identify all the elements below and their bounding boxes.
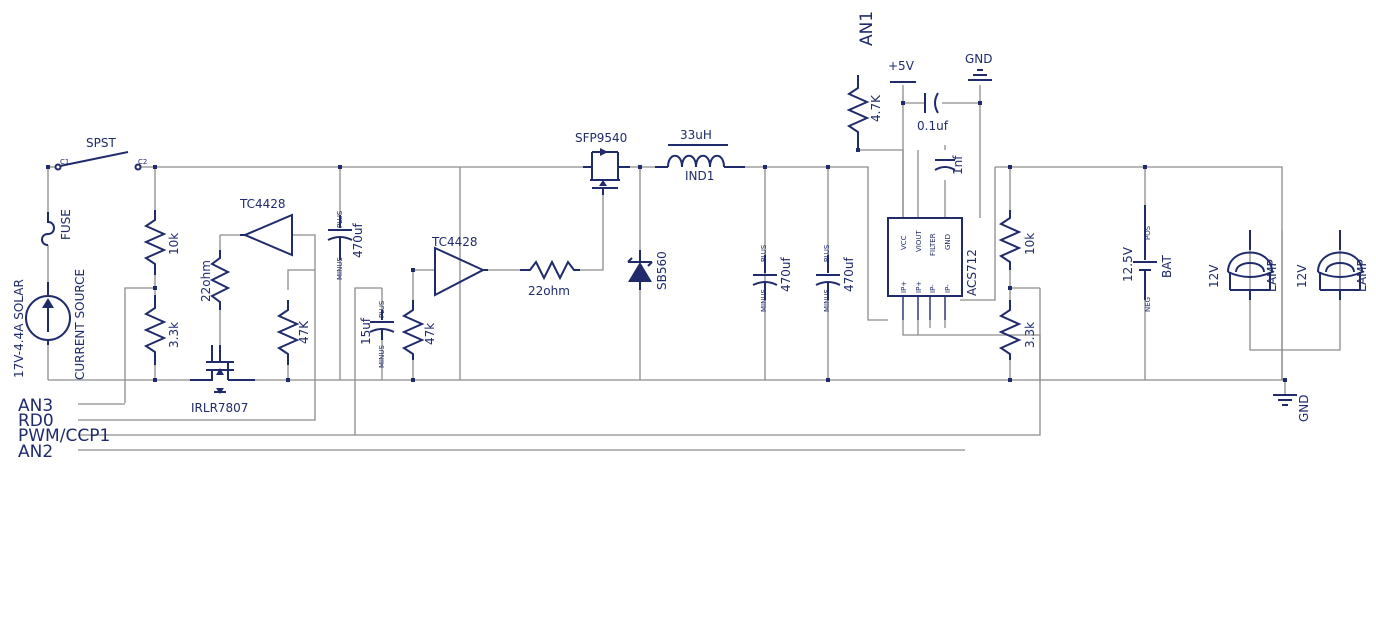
label-22ohm-vertical: 22ohm: [199, 260, 213, 302]
label-plus-3: PLUS: [760, 244, 768, 262]
mosfet-sfp9540: [583, 148, 630, 195]
label-an3: AN3: [18, 396, 53, 416]
capacitor-470uf-2: [752, 255, 778, 300]
tc4428-driver-1: [240, 213, 293, 257]
label-plus-1: PLUS: [336, 210, 344, 228]
resistor-3-3k-left: [143, 295, 167, 365]
label-lamp2-voltage: 12V: [1295, 264, 1309, 288]
label-3-3k-left: 3.3k: [167, 322, 181, 348]
resistor-22ohm-vertical: [209, 250, 231, 310]
label-15uf: 15uf: [359, 317, 373, 345]
label-plus-2: PLUS: [378, 300, 386, 318]
label-solar-rating: 17V-4.4A SOLAR: [12, 279, 26, 378]
diode-sb560: [627, 250, 653, 290]
label-pin-gnd: GND: [944, 234, 952, 250]
label-current-source: CURRENT SOURCE: [73, 269, 87, 380]
label-gnd-top: GND: [965, 52, 993, 66]
label-470uf-3: 470uf: [842, 256, 856, 292]
label-tc4428-1: TC4428: [239, 197, 286, 211]
capacitor-470uf-1: [327, 215, 353, 260]
label-1nf: 1nf: [951, 155, 965, 175]
tc4428-driver-2: [434, 246, 488, 297]
label-3-3k-right: 3.3k: [1023, 322, 1037, 348]
label-rd0: RD0: [18, 411, 54, 431]
label-pin-ip1: IP+: [900, 281, 908, 293]
capacitor-470uf-3: [815, 255, 841, 300]
label-sb560: SB560: [655, 251, 669, 290]
label-irlr7807: IRLR7807: [191, 401, 248, 415]
label-pin-filter: FILTER: [929, 233, 937, 256]
label-c2: C2: [138, 158, 147, 166]
label-10k-right: 10k: [1023, 233, 1037, 255]
label-spst: SPST: [86, 136, 116, 150]
capacitor-0-1uf: [924, 92, 939, 114]
label-minus-2: MINUS: [378, 345, 386, 368]
resistor-3-3k-right: [998, 300, 1022, 360]
capacitor-15uf: [369, 310, 395, 340]
label-acs712: ACS712: [965, 249, 979, 296]
label-lamp1-voltage: 12V: [1207, 264, 1221, 288]
label-pwm-ccp1: PWM/CCP1: [18, 426, 110, 446]
label-minus-4: MINUS: [823, 289, 831, 312]
label-47k-2: 47k: [423, 323, 437, 345]
label-minus-3: MINUS: [760, 289, 768, 312]
fuse: [41, 212, 55, 246]
label-33uh: 33uH: [680, 128, 712, 142]
label-plus-4: PLUS: [823, 244, 831, 262]
wires: [47, 85, 1341, 451]
resistor-22ohm-horizontal: [520, 259, 580, 281]
label-minus-1: MINUS: [336, 257, 344, 280]
label-pin-ip4: IP-: [944, 284, 952, 293]
label-470uf-1: 470uf: [351, 222, 365, 258]
label-47k-left: 47K: [297, 320, 311, 344]
ground-symbol-bottom: [1273, 394, 1297, 406]
label-470uf-2: 470uf: [779, 256, 793, 292]
label-22ohm-horizontal: 22ohm: [528, 284, 570, 298]
label-c1: C1: [60, 158, 69, 166]
label-bat: BAT: [1160, 254, 1174, 278]
capacitor-1nf: [934, 159, 956, 171]
label-pos: POS: [1144, 225, 1152, 240]
label-0-1uf: 0.1uf: [917, 119, 949, 133]
mosfet-irlr7807: [190, 345, 255, 394]
junction-dots: [46, 101, 1287, 382]
label-an1: AN1: [857, 11, 877, 46]
label-lamp2: LAMP: [1355, 259, 1369, 292]
label-tc4428-2: TC4428: [431, 235, 478, 249]
lamp-1: [1227, 230, 1273, 300]
label-pin-ip3: IP-: [929, 284, 937, 293]
label-neg: NEG: [1144, 297, 1152, 312]
label-pin-viout: VIOUT: [915, 230, 923, 252]
resistor-10k-right: [998, 210, 1022, 270]
inductor-33uh: [655, 144, 745, 168]
resistor-4-7k: [846, 75, 870, 150]
resistor-47k-left: [276, 300, 300, 365]
label-12-5v: 12.5V: [1121, 246, 1135, 282]
label-plus-5v: +5V: [888, 59, 915, 73]
battery-12-5v: [1133, 205, 1157, 300]
acs712-box: [887, 217, 963, 320]
spst-switch: [54, 151, 142, 171]
label-lamp1: LAMP: [1265, 259, 1279, 292]
label-pin-vcc: VCC: [900, 235, 908, 250]
solar-current-source: [25, 282, 71, 345]
resistor-47k-2: [401, 300, 425, 360]
label-10k-left: 10k: [167, 233, 181, 255]
label-fuse: FUSE: [59, 209, 73, 240]
label-4-7k: 4.7K: [869, 94, 883, 122]
label-sfp9540: SFP9540: [575, 131, 627, 145]
label-pin-ip2: IP+: [915, 281, 923, 293]
lamp-2: [1317, 230, 1363, 300]
gnd-top-symbol: [968, 69, 992, 81]
label-an2: AN2: [18, 442, 53, 462]
resistor-10k-left: [143, 210, 167, 275]
label-gnd-bottom: GND: [1297, 394, 1311, 422]
label-ind1: IND1: [685, 169, 714, 183]
